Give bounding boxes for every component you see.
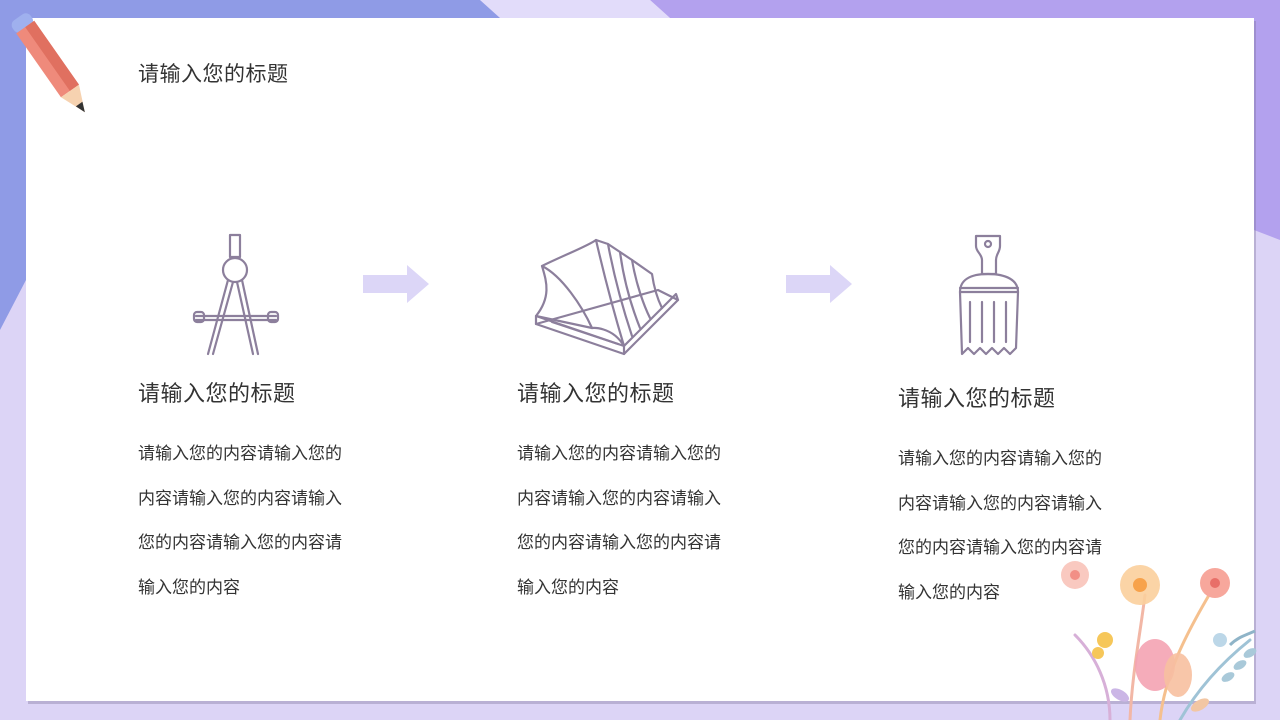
- body-line: 您的内容请输入您的内容请: [517, 533, 721, 553]
- step-body: 请输入您的内容请输入您的 内容请输入您的内容请输入 您的内容请输入您的内容请 输…: [898, 437, 1138, 615]
- step-1: 请输入您的标题 请输入您的内容请输入您的 内容请输入您的内容请输入 您的内容请输…: [138, 376, 378, 610]
- body-line: 内容请输入您的内容请输入: [138, 488, 342, 509]
- pencil-icon: [11, 13, 85, 113]
- book-icon: [534, 238, 680, 356]
- step-title: 请输入您的标题: [138, 382, 296, 407]
- compass-icon: [192, 233, 280, 356]
- body-line: 内容请输入您的内容请输入: [898, 493, 1102, 514]
- paintbrush-icon: [958, 234, 1020, 356]
- body-line: 请输入您的内容请输入您的: [898, 449, 1102, 469]
- flower-decoration-icon: [1061, 561, 1257, 720]
- body-line: 输入您的内容: [517, 577, 619, 598]
- body-line: 内容请输入您的内容请输入: [517, 488, 721, 509]
- arrow-right-icon: [786, 265, 852, 303]
- body-line: 输入您的内容: [898, 582, 1000, 603]
- slide-card: [26, 18, 1254, 701]
- step-title: 请输入您的标题: [517, 382, 675, 407]
- step-2: 请输入您的标题 请输入您的内容请输入您的 内容请输入您的内容请输入 您的内容请输…: [517, 376, 757, 610]
- body-line: 请输入您的内容请输入您的: [138, 444, 342, 464]
- arrow-right-icon: [363, 265, 429, 303]
- body-line: 请输入您的内容请输入您的: [517, 444, 721, 464]
- step-title: 请输入您的标题: [898, 387, 1056, 412]
- step-3: 请输入您的标题 请输入您的内容请输入您的 内容请输入您的内容请输入 您的内容请输…: [898, 381, 1138, 615]
- step-body: 请输入您的内容请输入您的 内容请输入您的内容请输入 您的内容请输入您的内容请 输…: [517, 432, 757, 610]
- body-line: 您的内容请输入您的内容请: [898, 538, 1102, 558]
- body-line: 您的内容请输入您的内容请: [138, 533, 342, 553]
- body-line: 输入您的内容: [138, 577, 240, 598]
- step-body: 请输入您的内容请输入您的 内容请输入您的内容请输入 您的内容请输入您的内容请 输…: [138, 432, 378, 610]
- slide-title: 请输入您的标题: [138, 62, 289, 86]
